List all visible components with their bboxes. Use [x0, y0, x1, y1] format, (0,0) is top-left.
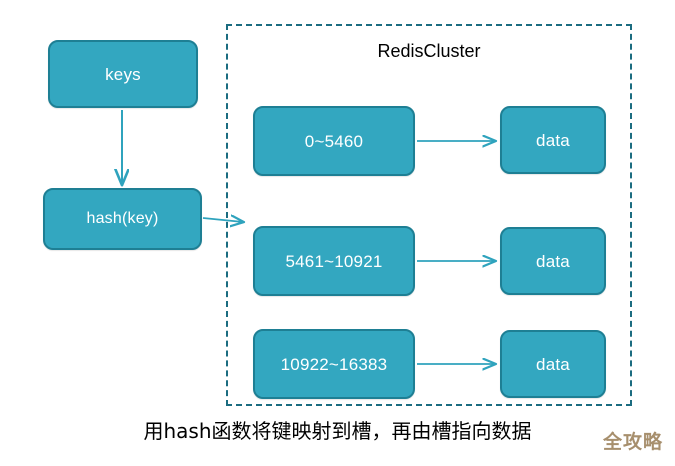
node-slot-range-1: 5461~10921	[253, 226, 415, 296]
watermark: 全攻略	[602, 431, 663, 453]
node-slot-range-0: 0~5460	[253, 106, 415, 176]
node-slot-range-2: 10922~16383	[253, 329, 415, 399]
node-hash-key: hash(key)	[43, 188, 202, 250]
node-keys: keys	[48, 40, 198, 108]
node-data-0-label: data	[536, 130, 570, 150]
node-data-2-label: data	[536, 354, 570, 374]
node-slot-range-0-label: 0~5460	[304, 131, 364, 151]
node-data-2: data	[500, 330, 606, 398]
node-keys-label: keys	[105, 64, 141, 84]
redis-cluster-boundary: RedisCluster	[226, 24, 632, 406]
node-slot-range-1-label: 5461~10921	[285, 251, 383, 271]
cluster-title: RedisCluster	[377, 41, 481, 61]
node-data-0: data	[500, 106, 606, 174]
diagram-caption: 用hash函数将键映射到槽，再由槽指向数据	[143, 419, 532, 443]
node-data-1: data	[500, 227, 606, 295]
node-slot-range-2-label: 10922~16383	[280, 354, 388, 374]
node-data-1-label: data	[536, 251, 570, 271]
node-hash-key-label: hash(key)	[86, 210, 159, 227]
